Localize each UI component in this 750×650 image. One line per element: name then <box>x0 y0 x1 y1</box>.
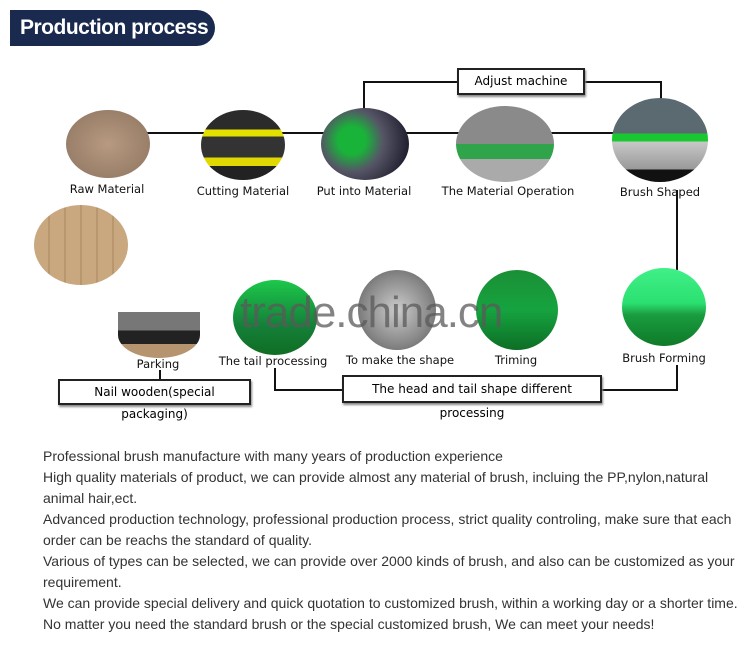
boxes-image <box>34 205 128 285</box>
step-label: The Material Operation <box>441 184 575 198</box>
description-line: Professional brush manufacture with many… <box>43 448 503 464</box>
brush-shaped-image <box>612 98 708 182</box>
brush-forming-image <box>622 268 706 346</box>
description-line: Various of types can be selected, we can… <box>43 553 735 590</box>
description-line: We can provide special delivery and quic… <box>43 595 738 611</box>
step-label: Put into Material <box>316 184 412 198</box>
connector-line <box>274 368 276 390</box>
step-label: Parking <box>136 357 180 371</box>
nail-wooden-box: Nail wooden(special packaging) <box>58 379 251 421</box>
make-shape-image <box>358 270 436 350</box>
watermark: trade.china.cn <box>240 288 503 337</box>
adjust-machine-box: Adjust machine <box>457 68 585 95</box>
connector-line <box>274 389 344 391</box>
description-line: Advanced production technology, professi… <box>43 511 732 548</box>
step-label: Triming <box>494 353 538 367</box>
adjust-line-left <box>363 81 365 111</box>
step-label: Brush Forming <box>622 351 706 365</box>
cutting-material-image <box>201 110 285 180</box>
step-label: The tail processing <box>218 354 328 368</box>
raw-material-image <box>66 110 150 178</box>
step-label: Raw Material <box>69 182 145 196</box>
description-line: No matter you need the standard brush or… <box>43 616 655 632</box>
triming-image <box>476 270 558 350</box>
description-line: High quality materials of product, we ca… <box>43 469 709 506</box>
connector-line <box>159 370 161 380</box>
connector-line <box>676 190 678 270</box>
step-label: Cutting Material <box>196 184 290 198</box>
parking-image <box>118 312 200 358</box>
section-title: Production process <box>10 10 215 46</box>
connector-line <box>676 365 678 391</box>
step-label: Brush Shaped <box>619 185 701 199</box>
head-tail-box: The head and tail shape different proces… <box>342 375 602 420</box>
description: Professional brush manufacture with many… <box>43 446 743 635</box>
connector-line <box>600 389 678 391</box>
adjust-line-right <box>660 81 662 101</box>
material-operation-image <box>456 106 554 182</box>
put-into-material-image <box>321 108 409 180</box>
step-label: To make the shape <box>345 353 455 367</box>
tail-processing-image <box>233 280 317 355</box>
